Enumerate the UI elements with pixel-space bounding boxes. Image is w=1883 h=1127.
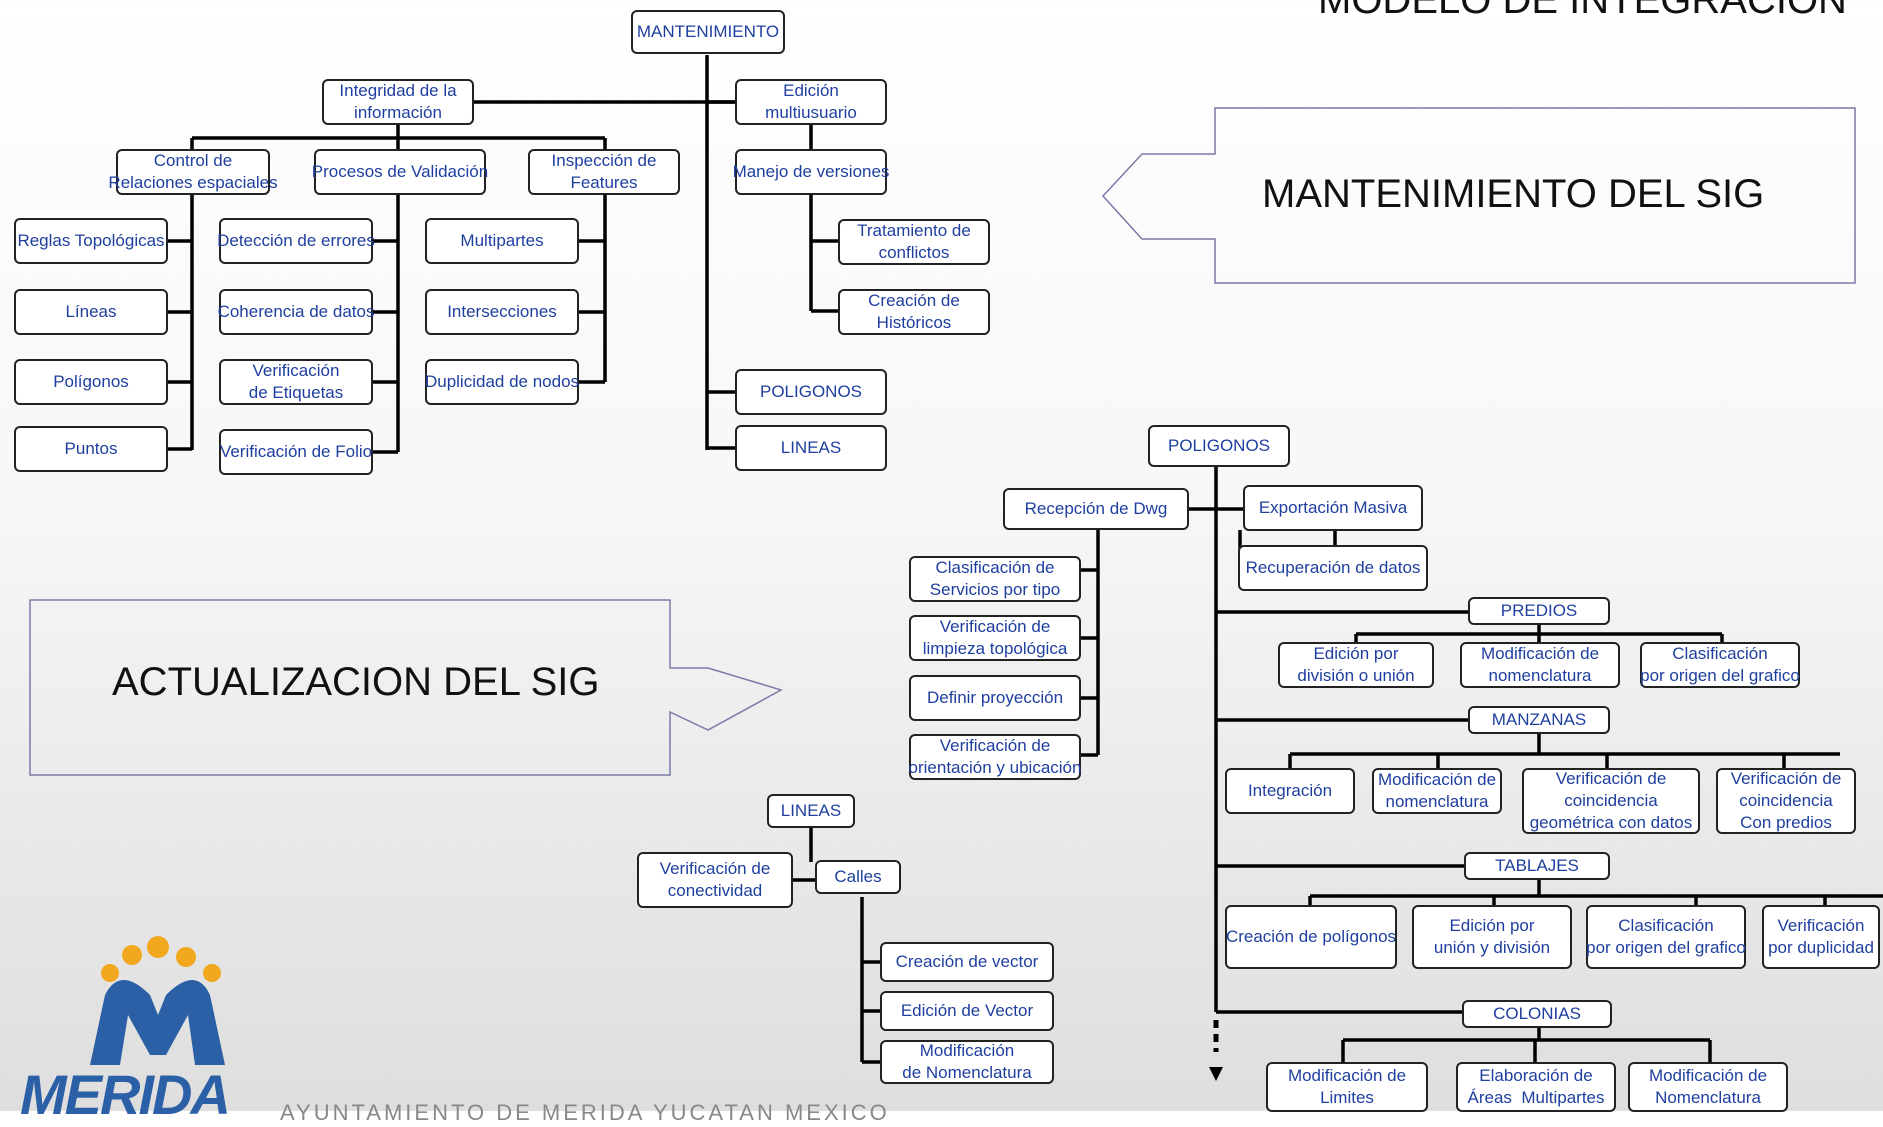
node-edicion-vector: Edición de Vector: [880, 991, 1054, 1031]
node-manejo-versiones: Manejo de versiones: [733, 149, 889, 195]
actualizacion-sig-label: ACTUALIZACION DEL SIG: [112, 660, 600, 704]
node-intersecciones: Intersecciones: [425, 289, 579, 335]
node-verificacion-coincidencia-predios: Verificación de coincidencia Con predios: [1716, 768, 1856, 834]
node-verificacion-orientacion: Verificación de orientación y ubicación: [909, 734, 1081, 780]
node-colonias: COLONIAS: [1462, 1000, 1612, 1028]
node-clasificacion-servicios: Clasificación de Servicios por tipo: [909, 556, 1081, 602]
node-recuperacion-datos: Recuperación de datos: [1238, 545, 1428, 591]
node-procesos-validacion: Procesos de Validación: [312, 149, 488, 195]
node-lineas-item: Líneas: [14, 289, 168, 335]
footer-text: AYUNTAMIENTO DE MERIDA YUCATAN MEXICO: [280, 1100, 890, 1125]
node-modificacion-limites: Modificación de Limites: [1266, 1062, 1428, 1112]
node-modificacion-nomenclatura-colonias: Modificación de Nomenclatura: [1628, 1062, 1788, 1112]
node-lineas-mant: LINEAS: [735, 425, 887, 471]
merida-logo: [70, 935, 240, 1065]
node-edicion-multiusuario: Edición multiusuario: [735, 79, 887, 125]
node-modificacion-nomenclatura-manzanas: Modificación de nomenclatura: [1372, 768, 1502, 814]
node-verificacion-coincidencia-geometrica: Verificación de coincidencia geométrica …: [1522, 768, 1700, 834]
mantenimiento-arrow-shape: [1101, 107, 1856, 284]
node-modificacion-nomenclatura-predios: Modificación de nomenclatura: [1460, 642, 1620, 688]
node-verificacion-limpieza: Verificación de limpieza topológica: [909, 615, 1081, 661]
mantenimiento-sig-label: MANTENIMIENTO DEL SIG: [1262, 172, 1765, 216]
node-verificacion-folio: Verificación de Folio: [219, 429, 373, 475]
node-recepcion-dwg: Recepción de Dwg: [1003, 488, 1189, 530]
node-elaboracion-areas: Elaboración de Áreas Multipartes: [1456, 1062, 1616, 1112]
node-manzanas: MANZANAS: [1468, 706, 1610, 734]
node-verificacion-conectividad: Verificación de conectividad: [637, 852, 793, 908]
merida-logo-icon: [90, 936, 225, 1065]
node-poligonos-item: Polígonos: [14, 359, 168, 405]
node-control-relaciones: Control de Relaciones espaciales: [108, 149, 278, 195]
node-integracion: Integración: [1225, 768, 1355, 814]
node-mantenimiento: MANTENIMIENTO: [631, 10, 785, 54]
node-coherencia-datos: Coherencia de datos: [218, 289, 374, 335]
node-creacion-vector: Creación de vector: [880, 942, 1054, 982]
node-tratamiento-conflictos: Tratamiento de conflictos: [838, 219, 990, 265]
node-edicion-division-union: Edición por división o unión: [1278, 642, 1434, 688]
node-inspeccion-features: Inspección de Features: [528, 149, 680, 195]
page-title: MODELO DE INTEGRACION: [1318, 0, 1847, 22]
node-multipartes: Multipartes: [425, 218, 579, 264]
node-verificacion-duplicidad: Verificación por duplicidad: [1762, 905, 1880, 969]
node-calles: Calles: [815, 860, 901, 894]
node-tablajes: TABLAJES: [1464, 852, 1610, 880]
node-deteccion-errores: Detección de errores: [217, 218, 375, 264]
node-clasificacion-origen-tablajes: Clasificación por origen del grafico: [1586, 905, 1746, 969]
node-lineas-act: LINEAS: [767, 794, 855, 828]
node-poligonos-mant: POLIGONOS: [735, 369, 887, 415]
node-edicion-union-division: Edición por unión y división: [1412, 905, 1572, 969]
node-exportacion-masiva: Exportación Masiva: [1243, 485, 1423, 531]
node-poligonos-act: POLIGONOS: [1148, 425, 1290, 467]
node-reglas-topologicas: Reglas Topológicas: [14, 218, 168, 264]
node-integridad: Integridad de la información: [322, 79, 474, 125]
node-definir-proyeccion: Definir proyección: [909, 675, 1081, 721]
node-clasificacion-origen-predios: Clasificación por origen del grafico: [1640, 642, 1800, 688]
actualizacion-arrow-shape: [29, 599, 783, 776]
node-creacion-poligonos: Creación de polígonos: [1225, 905, 1397, 969]
logo-text: MERIDA: [20, 1063, 231, 1126]
node-puntos: Puntos: [14, 426, 168, 472]
node-predios: PREDIOS: [1468, 597, 1610, 625]
node-creacion-historicos: Creación de Históricos: [838, 289, 990, 335]
node-modificacion-nomenclatura-calles: Modificación de Nomenclatura: [880, 1040, 1054, 1084]
node-verificacion-etiquetas: Verificación de Etiquetas: [219, 359, 373, 405]
node-duplicidad-nodos: Duplicidad de nodos: [425, 359, 579, 405]
